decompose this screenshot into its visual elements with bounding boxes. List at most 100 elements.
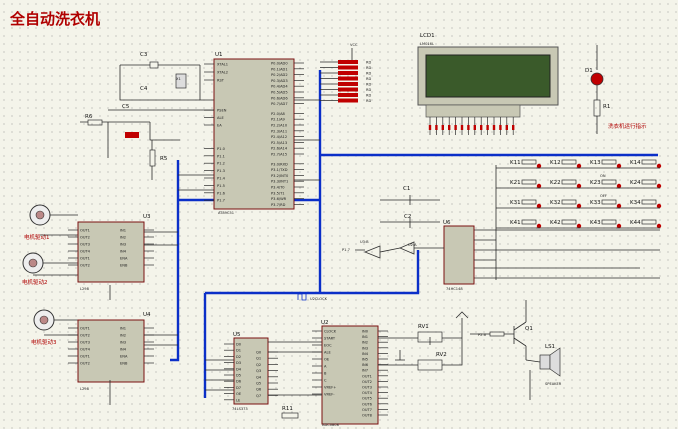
key-k22[interactable]: K22 bbox=[536, 179, 582, 189]
u1-pin-label: P2.3/A11 bbox=[271, 129, 287, 133]
u2-adc[interactable]: U2 ADC0808 CLOCKSTARTEOCALEOEABCVREF+VRE… bbox=[297, 293, 388, 427]
key-label: K21 bbox=[510, 180, 521, 186]
u6-encoder[interactable]: U6 74HC148 bbox=[443, 220, 475, 291]
svg-text:L298: L298 bbox=[80, 387, 90, 391]
u5-latch[interactable]: U5 74LS373 D0D1D2D3D4D5D6D7OELEQ0Q1Q2Q3Q… bbox=[224, 332, 299, 419]
svg-text:D1: D1 bbox=[236, 349, 241, 353]
svg-text:RD: RD bbox=[366, 88, 371, 92]
key-k13[interactable]: K13 bbox=[576, 159, 622, 169]
svg-text:Q3: Q3 bbox=[256, 369, 261, 373]
key-label: K41 bbox=[510, 220, 521, 226]
u1-pin-label: XTAL1 bbox=[217, 63, 228, 67]
svg-text:LS1: LS1 bbox=[545, 344, 555, 350]
motor-1: 电机驱动1 bbox=[24, 204, 51, 241]
key-label: K31 bbox=[510, 200, 521, 206]
key-k11[interactable]: K11 bbox=[496, 159, 542, 169]
key-label: K23 bbox=[590, 180, 601, 186]
svg-text:IN2: IN2 bbox=[362, 341, 368, 345]
net-p26: P2.6 bbox=[478, 333, 487, 337]
net-p17: P1.7 bbox=[342, 248, 350, 252]
svg-text:OUT1: OUT1 bbox=[80, 327, 90, 331]
svg-text:D1: D1 bbox=[585, 68, 593, 74]
svg-text:OUT1: OUT1 bbox=[80, 257, 90, 261]
svg-text:IN4: IN4 bbox=[362, 352, 369, 356]
svg-text:U4: U4 bbox=[143, 312, 151, 318]
svg-text:OUT4: OUT4 bbox=[80, 250, 91, 254]
key-k32[interactable]: K32 bbox=[536, 199, 582, 209]
run-indicator-led: D1 R1 洗衣机运行指示 bbox=[585, 45, 647, 134]
key-k41[interactable]: K41 bbox=[496, 219, 542, 229]
svg-text:ENB: ENB bbox=[120, 362, 128, 366]
key-k34[interactable]: K34 bbox=[616, 199, 662, 209]
svg-text:R6: R6 bbox=[85, 114, 93, 120]
svg-text:VREF-: VREF- bbox=[324, 393, 335, 397]
key-label: K32 bbox=[550, 200, 561, 206]
svg-text:C: C bbox=[324, 379, 327, 383]
u1-pin-label: P3.7/RD bbox=[271, 203, 286, 207]
u1-pin-label: P2.0/A8 bbox=[271, 112, 286, 116]
svg-text:D3: D3 bbox=[236, 361, 241, 365]
bus-lines bbox=[170, 70, 658, 398]
svg-text:VCC: VCC bbox=[350, 43, 358, 47]
svg-text:C2: C2 bbox=[404, 214, 411, 220]
svg-text:X1: X1 bbox=[176, 77, 181, 81]
svg-text:OUT8: OUT8 bbox=[362, 414, 373, 418]
svg-text:OUT7: OUT7 bbox=[362, 408, 372, 412]
svg-text:C4: C4 bbox=[140, 86, 148, 92]
svg-text:LCD1: LCD1 bbox=[420, 33, 435, 39]
key-k21[interactable]: K21 bbox=[496, 179, 542, 189]
key-k33[interactable]: K33 bbox=[576, 199, 622, 209]
svg-text:D5: D5 bbox=[236, 374, 241, 378]
svg-text:IN2: IN2 bbox=[120, 236, 126, 240]
svg-text:OUT3: OUT3 bbox=[80, 341, 90, 345]
svg-text:Q1: Q1 bbox=[525, 326, 533, 332]
svg-text:VREF+: VREF+ bbox=[324, 386, 336, 390]
u4-driver bbox=[77, 319, 145, 383]
svg-text:Q0: Q0 bbox=[256, 351, 262, 355]
svg-text:START: START bbox=[324, 337, 336, 341]
svg-text:U5: U5 bbox=[233, 332, 241, 338]
u1-pin-label: P1.0 bbox=[217, 147, 226, 151]
key-k23[interactable]: K23 bbox=[576, 179, 622, 189]
u1-pin-label: P0.7/AD7 bbox=[271, 102, 288, 106]
svg-text:IN3: IN3 bbox=[120, 243, 126, 247]
key-k42[interactable]: K42 bbox=[536, 219, 582, 229]
u1-pin-label: P3.6/WR bbox=[271, 197, 287, 201]
svg-text:IN1: IN1 bbox=[362, 335, 368, 339]
u1-pin-label: PSEN bbox=[217, 109, 227, 113]
u1-pin-label: P3.2/INT0 bbox=[271, 174, 289, 178]
u1-pin-label: P0.2/AD2 bbox=[271, 73, 288, 77]
svg-text:A: A bbox=[324, 365, 327, 369]
svg-text:U1: U1 bbox=[215, 52, 223, 58]
svg-text:IN2: IN2 bbox=[120, 334, 126, 338]
svg-text:R11: R11 bbox=[282, 406, 293, 412]
key-k14[interactable]: K14 bbox=[616, 159, 662, 169]
svg-text:C5: C5 bbox=[122, 104, 130, 110]
key-k12[interactable]: K12 bbox=[536, 159, 582, 169]
svg-text:LE: LE bbox=[236, 398, 241, 402]
svg-text:IN1: IN1 bbox=[120, 327, 126, 331]
svg-text:OE: OE bbox=[236, 392, 242, 396]
key-k31[interactable]: K31 bbox=[496, 199, 542, 209]
motor-3: 电机驱动3 bbox=[31, 309, 57, 346]
key-k44[interactable]: K44 bbox=[616, 219, 662, 229]
u1-microcontroller[interactable]: U1 XTAL1XTAL2RSTPSENALEEAP1.0P1.1P1.2P1.… bbox=[204, 52, 304, 215]
svg-text:Q7: Q7 bbox=[256, 394, 261, 398]
key-label: K44 bbox=[630, 220, 641, 226]
svg-text:OUT5: OUT5 bbox=[362, 397, 372, 401]
key-label: K12 bbox=[550, 160, 561, 166]
potentiometers: RV1 RV2 bbox=[378, 311, 469, 371]
svg-text:OUT4: OUT4 bbox=[80, 348, 91, 352]
key-label: K42 bbox=[550, 220, 561, 226]
key-k24[interactable]: K24 bbox=[616, 179, 662, 189]
u1-pin-label: P3.0/RXD bbox=[271, 162, 288, 166]
key-on-label: ON bbox=[600, 174, 606, 178]
lcd-display[interactable]: LCD1 LM016L bbox=[417, 33, 559, 135]
u1-pin-label: P0.4/AD4 bbox=[271, 85, 288, 89]
u1-right-pins: P0.0/AD0P0.1/AD1P0.2/AD2P0.3/AD3P0.4/AD4… bbox=[271, 62, 304, 207]
key-k43[interactable]: K43 bbox=[576, 219, 622, 229]
svg-text:OUT2: OUT2 bbox=[80, 334, 90, 338]
svg-text:R5: R5 bbox=[160, 156, 168, 162]
